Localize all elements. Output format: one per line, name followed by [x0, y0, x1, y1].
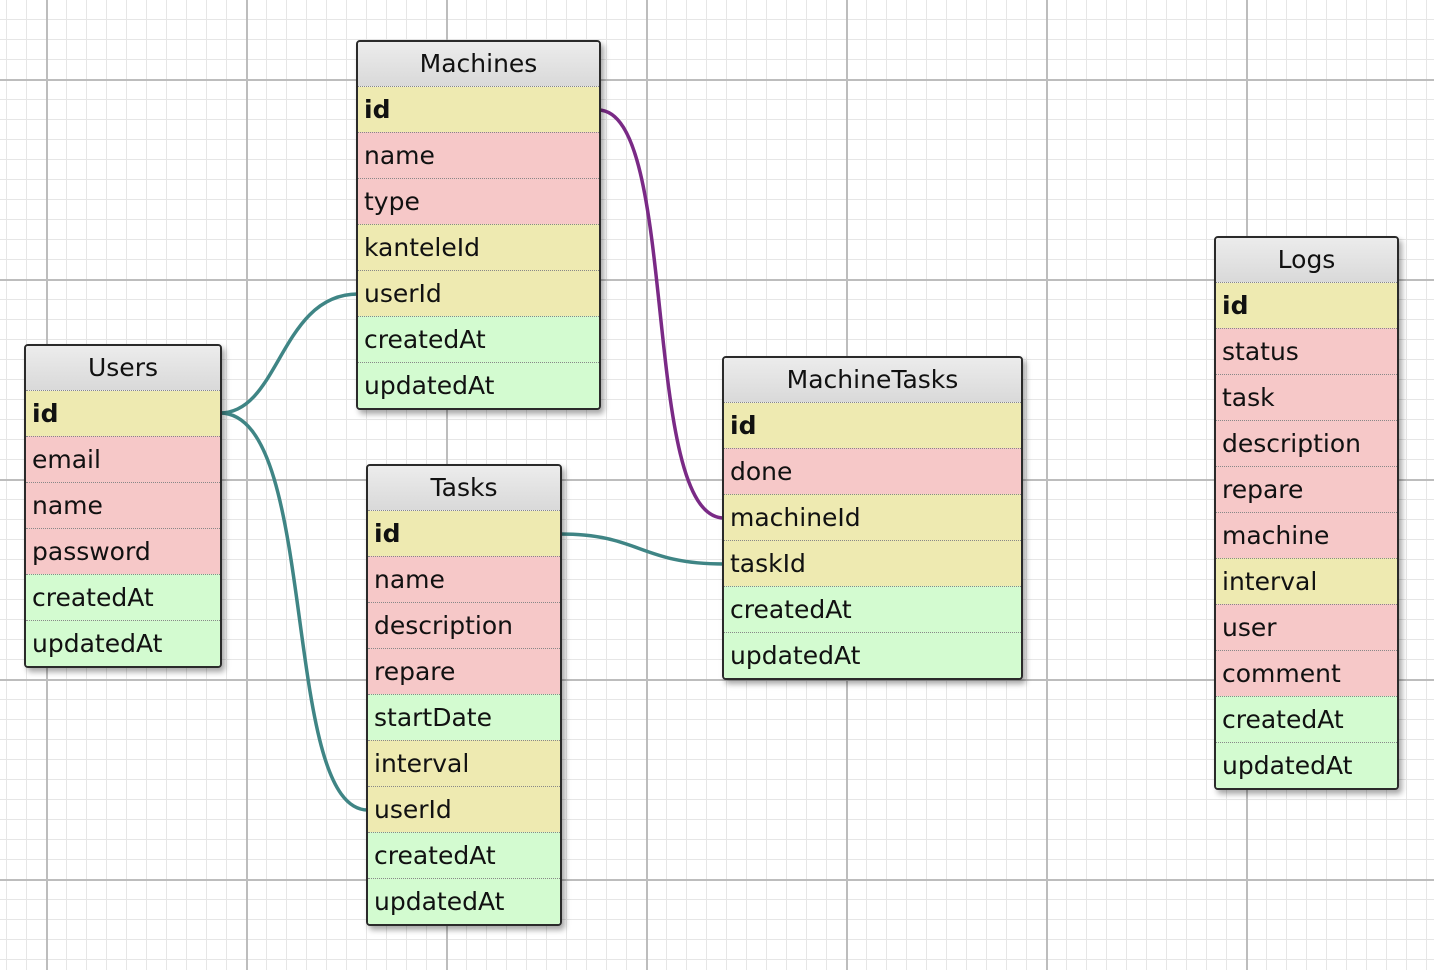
logs-field-user[interactable]: user — [1216, 604, 1397, 650]
machinetasks-field-done[interactable]: done — [724, 448, 1021, 494]
relation-users-tasks[interactable] — [219, 411, 369, 812]
tasks-field-startdate[interactable]: startDate — [368, 694, 560, 740]
users-field-createdat[interactable]: createdAt — [26, 574, 220, 620]
machines-table-title[interactable]: Machines — [358, 42, 599, 87]
logs-field-description[interactable]: description — [1216, 420, 1397, 466]
logs-table-title[interactable]: Logs — [1216, 238, 1397, 283]
tasks-field-name[interactable]: name — [368, 556, 560, 602]
machines-field-type[interactable]: type — [358, 178, 599, 224]
machines-field-createdat[interactable]: createdAt — [358, 316, 599, 362]
logs-field-comment[interactable]: comment — [1216, 650, 1397, 696]
users-table-title[interactable]: Users — [26, 346, 220, 391]
tasks-field-interval[interactable]: interval — [368, 740, 560, 786]
tasks-field-updatedat[interactable]: updatedAt — [368, 878, 560, 924]
logs-field-interval[interactable]: interval — [1216, 558, 1397, 604]
tasks-field-description[interactable]: description — [368, 602, 560, 648]
tasks-field-id[interactable]: id — [368, 511, 560, 556]
users-field-email[interactable]: email — [26, 436, 220, 482]
machines-field-id[interactable]: id — [358, 87, 599, 132]
tasks-field-createdat[interactable]: createdAt — [368, 832, 560, 878]
users-field-password[interactable]: password — [26, 528, 220, 574]
logs-field-status[interactable]: status — [1216, 328, 1397, 374]
tasks-field-userid[interactable]: userId — [368, 786, 560, 832]
machinetasks-field-id[interactable]: id — [724, 403, 1021, 448]
tasks-field-repare[interactable]: repare — [368, 648, 560, 694]
logs-field-machine[interactable]: machine — [1216, 512, 1397, 558]
machines-field-name[interactable]: name — [358, 132, 599, 178]
machinetasks-field-updatedat[interactable]: updatedAt — [724, 632, 1021, 678]
machines-field-userid[interactable]: userId — [358, 270, 599, 316]
machinetasks-table-title[interactable]: MachineTasks — [724, 358, 1021, 403]
users-field-name[interactable]: name — [26, 482, 220, 528]
logs-field-updatedat[interactable]: updatedAt — [1216, 742, 1397, 788]
machinetasks-field-createdat[interactable]: createdAt — [724, 586, 1021, 632]
tasks-table-title[interactable]: Tasks — [368, 466, 560, 511]
logs-field-createdat[interactable]: createdAt — [1216, 696, 1397, 742]
relation-machines-machinetasks[interactable] — [597, 108, 725, 520]
machinetasks-field-machineid[interactable]: machineId — [724, 494, 1021, 540]
logs-field-repare[interactable]: repare — [1216, 466, 1397, 512]
machines-field-updatedat[interactable]: updatedAt — [358, 362, 599, 408]
users-field-id[interactable]: id — [26, 391, 220, 436]
users-field-updatedat[interactable]: updatedAt — [26, 620, 220, 666]
machinetasks-field-taskid[interactable]: taskId — [724, 540, 1021, 586]
relation-tasks-machinetasks[interactable] — [559, 532, 725, 566]
relation-users-machines[interactable] — [219, 292, 359, 415]
machines-field-kanteleid[interactable]: kanteleId — [358, 224, 599, 270]
logs-field-task[interactable]: task — [1216, 374, 1397, 420]
logs-field-id[interactable]: id — [1216, 283, 1397, 328]
